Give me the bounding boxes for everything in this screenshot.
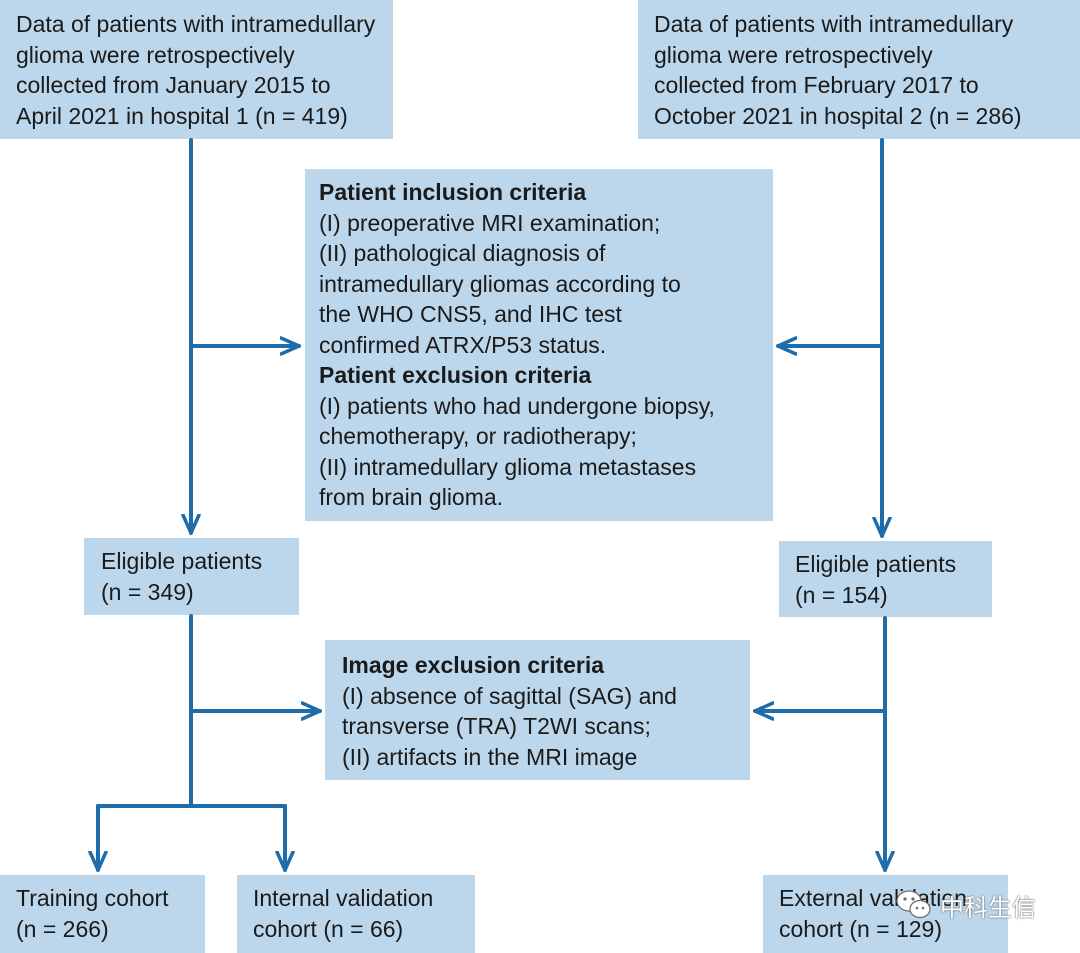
training-cohort-count: (n = 266)	[16, 915, 109, 942]
internal-validation-cohort-box: Internal validation cohort (n = 66)	[237, 875, 475, 953]
training-cohort-label: Training cohort	[16, 885, 169, 911]
image-criteria-box: Image exclusion criteria (I) absence of …	[325, 640, 750, 780]
image-exclusion-line-1: (I) absence of sagittal (SAG) and	[342, 682, 677, 709]
patient-exclusion-line-4: from brain glioma.	[319, 484, 504, 510]
eligible-box-hospital-1: Eligible patients (n = 349)	[84, 538, 299, 615]
source-hospital-1-line-2: glioma were retrospectively	[16, 41, 295, 68]
eligible-hospital-2-label: Eligible patients	[795, 551, 957, 577]
patient-exclusion-line-1: (I) patients who had undergone biopsy,	[319, 392, 715, 419]
eligible-hospital-1-label: Eligible patients	[101, 548, 263, 574]
internal-validation-count: cohort (n = 66)	[253, 915, 404, 942]
image-exclusion-heading: Image exclusion criteria	[342, 652, 605, 678]
watermark: 中科生信	[894, 884, 1036, 926]
source-hospital-2-line-4: October 2021 in hospital 2 (n = 286)	[654, 102, 1022, 129]
patient-inclusion-line-5: confirmed ATRX/P53 status.	[319, 331, 607, 358]
eligible-box-hospital-2: Eligible patients (n = 154)	[779, 541, 992, 617]
patient-exclusion-line-3: (II) intramedullary glioma metastases	[319, 453, 697, 480]
patient-inclusion-heading: Patient inclusion criteria	[319, 179, 587, 205]
external-validation-cohort-box: External validation cohort (n = 129)	[763, 875, 1008, 953]
source-box-hospital-2: Data of patients with intramedullary gli…	[638, 0, 1080, 139]
patient-inclusion-line-1: (I) preoperative MRI examination;	[319, 209, 661, 236]
source-hospital-2-line-2: glioma were retrospectively	[654, 41, 933, 68]
patient-inclusion-line-4: the WHO CNS5, and IHC test	[319, 301, 622, 327]
source-hospital-1-line-4: April 2021 in hospital 1 (n = 419)	[16, 102, 348, 129]
training-cohort-box: Training cohort (n = 266)	[0, 875, 205, 953]
eligible-hospital-1-count: (n = 349)	[101, 578, 194, 605]
patient-criteria-box: Patient inclusion criteria (I) preoperat…	[305, 169, 773, 521]
patient-exclusion-heading: Patient exclusion criteria	[319, 362, 592, 388]
source-hospital-1-line-1: Data of patients with intramedullary	[16, 11, 376, 37]
patient-inclusion-line-3: intramedullary gliomas according to	[319, 270, 681, 297]
patient-inclusion-line-2: (II) pathological diagnosis of	[319, 240, 606, 266]
eligible-hospital-2-count: (n = 154)	[795, 581, 888, 608]
source-hospital-2-line-1: Data of patients with intramedullary	[654, 11, 1014, 37]
internal-validation-label: Internal validation	[253, 885, 434, 911]
wechat-icon	[896, 890, 931, 919]
source-hospital-1-line-3: collected from January 2015 to	[16, 72, 331, 98]
external-validation-count: cohort (n = 129)	[779, 915, 943, 942]
image-exclusion-line-2: transverse (TRA) T2WI scans;	[342, 713, 651, 739]
watermark-text: 中科生信	[940, 893, 1036, 922]
external-validation-label: External validation	[779, 885, 967, 911]
source-hospital-2-line-3: collected from February 2017 to	[654, 72, 979, 98]
patient-exclusion-line-2: chemotherapy, or radiotherapy;	[319, 423, 637, 449]
image-exclusion-line-3: (II) artifacts in the MRI image	[342, 743, 638, 770]
source-box-hospital-1: Data of patients with intramedullary gli…	[0, 0, 393, 139]
